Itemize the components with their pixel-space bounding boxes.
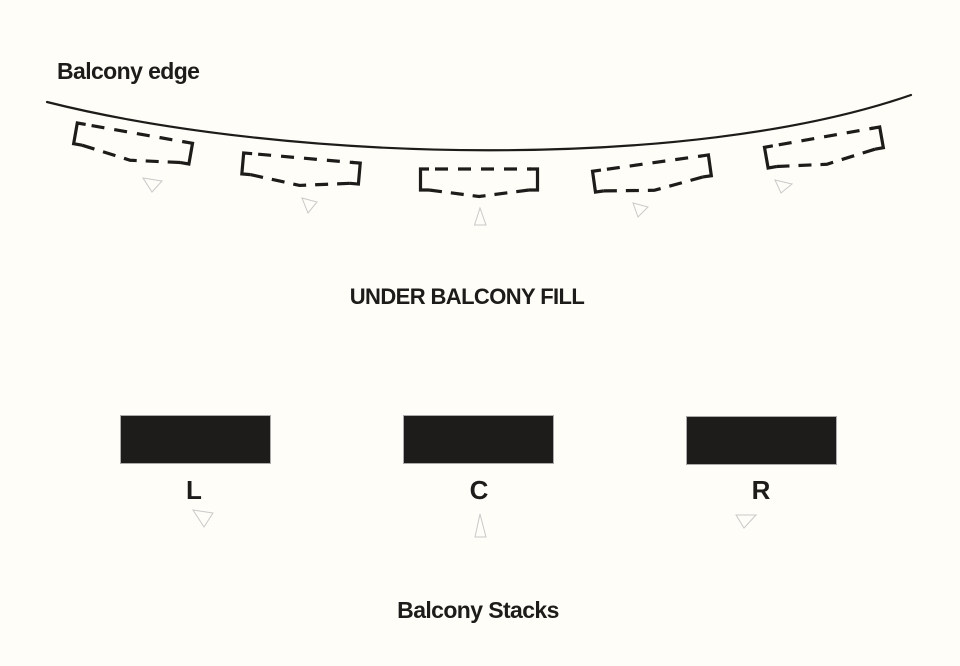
aim-marker-icon-fill-2 — [301, 197, 318, 214]
aim-marker-icon-fill-3 — [473, 206, 487, 226]
aim-marker-icon-fill-4 — [632, 202, 649, 218]
under-balcony-speaker-icon-4 — [590, 153, 714, 201]
balcony-stack-right-box — [686, 416, 837, 465]
balcony-stack-center-box — [403, 415, 554, 464]
aim-marker-icon-stack-l — [191, 509, 214, 528]
under-balcony-fill-label: UNDER BALCONY FILL — [349, 284, 585, 309]
under-balcony-speaker-icon-1 — [70, 121, 195, 173]
balcony-edge-curve — [45, 93, 913, 152]
aim-marker-icon-stack-c — [474, 513, 487, 538]
aim-marker-icon-fill-1 — [141, 177, 163, 193]
under-balcony-speaker-icon-3 — [418, 167, 540, 199]
stack-label-left: L — [186, 475, 202, 505]
stack-label-center: C — [469, 475, 489, 505]
aim-marker-icon-fill-5 — [774, 179, 794, 194]
aim-marker-icon-stack-r — [735, 514, 758, 529]
under-balcony-speaker-icon-5 — [762, 125, 887, 177]
stack-label-right: R — [751, 475, 771, 505]
under-balcony-speaker-icon-2 — [239, 151, 362, 193]
balcony-stacks-label: Balcony Stacks — [397, 597, 559, 623]
balcony-stack-left-box — [120, 415, 271, 464]
balcony-edge-label: Balcony edge — [57, 58, 200, 84]
